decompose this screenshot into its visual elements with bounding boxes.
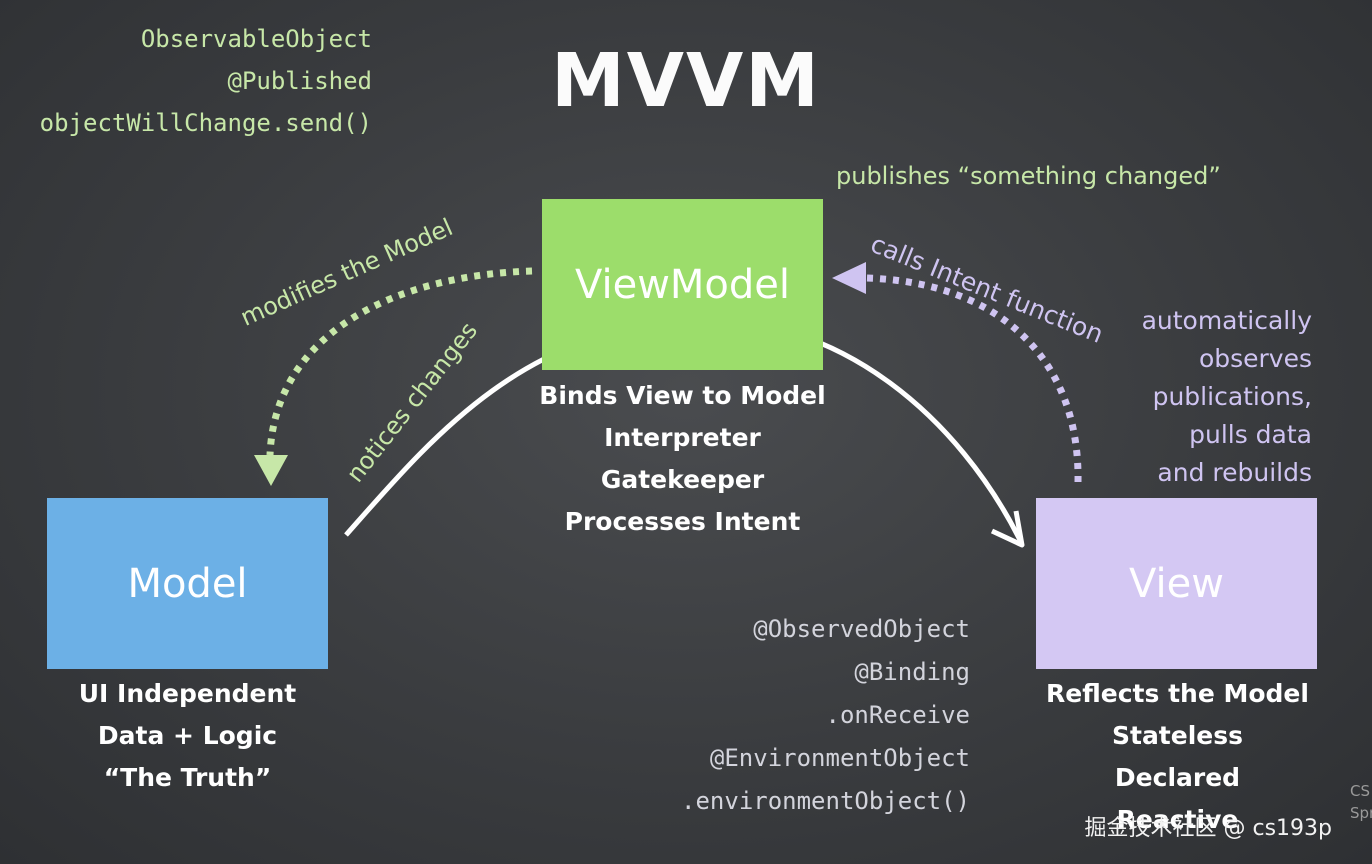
view-label: View <box>1129 560 1224 607</box>
viewmodel-code-list: ObservableObject @Published objectWillCh… <box>0 18 372 144</box>
model-description: UI Independent Data + Logic “The Truth” <box>20 673 355 799</box>
corner-text: CS Sprin <box>1350 782 1372 822</box>
observes-line: automatically <box>1141 306 1312 335</box>
viewmodel-label: ViewModel <box>574 261 791 308</box>
observes-line: and rebuilds <box>1157 458 1312 487</box>
view-desc-line: Reactive <box>1116 805 1239 834</box>
modifies-arrow <box>266 267 533 456</box>
view-code-list: @ObservedObject @Binding .onReceive @Env… <box>560 608 970 823</box>
code-published: @Published <box>227 67 373 95</box>
model-desc-line: Data + Logic <box>97 721 278 750</box>
view-box: View <box>1036 498 1317 669</box>
observes-line: pulls data <box>1189 420 1312 449</box>
view-desc-line: Stateless <box>1111 721 1244 750</box>
notices-arrowhead <box>990 510 1025 548</box>
view-desc-line: Declared <box>1114 763 1241 792</box>
observes-line: publications, <box>1152 382 1312 411</box>
calls-intent-arrowhead <box>832 262 866 294</box>
page-title: MVVM <box>551 38 821 124</box>
view-description: Reflects the Model Stateless Declared Re… <box>1015 673 1340 841</box>
code-observable-object: ObservableObject <box>140 25 372 53</box>
viewmodel-desc-line: Interpreter <box>604 423 761 452</box>
calls-intent-arrow <box>865 274 1082 483</box>
code-environment-object: @EnvironmentObject <box>709 744 970 772</box>
watermark: 掘金技术社区 @ cs193p <box>1084 816 1332 841</box>
viewmodel-desc-line: Binds View to Model <box>539 381 826 410</box>
viewmodel-box: ViewModel <box>542 199 823 370</box>
viewmodel-desc-line: Gatekeeper <box>600 465 765 494</box>
code-on-receive: .onReceive <box>825 701 971 729</box>
observes-label: automatically observes publications, pul… <box>1120 302 1312 492</box>
code-object-will-change: objectWillChange.send() <box>39 109 372 137</box>
code-observed-object: @ObservedObject <box>753 615 970 643</box>
modifies-arrowhead <box>254 455 288 486</box>
model-label: Model <box>127 560 248 607</box>
model-box: Model <box>47 498 328 669</box>
viewmodel-desc-line: Processes Intent <box>564 507 801 536</box>
model-desc-line: “The Truth” <box>103 763 272 792</box>
observes-line: observes <box>1198 344 1312 373</box>
viewmodel-description: Binds View to Model Interpreter Gatekeep… <box>500 375 865 543</box>
publishes-label: publishes “something changed” <box>836 162 1221 190</box>
code-binding: @Binding <box>854 658 970 686</box>
view-desc-line: Reflects the Model <box>1046 679 1309 708</box>
code-environment-object-modifier: .environmentObject() <box>681 787 970 815</box>
model-desc-line: UI Independent <box>78 679 297 708</box>
